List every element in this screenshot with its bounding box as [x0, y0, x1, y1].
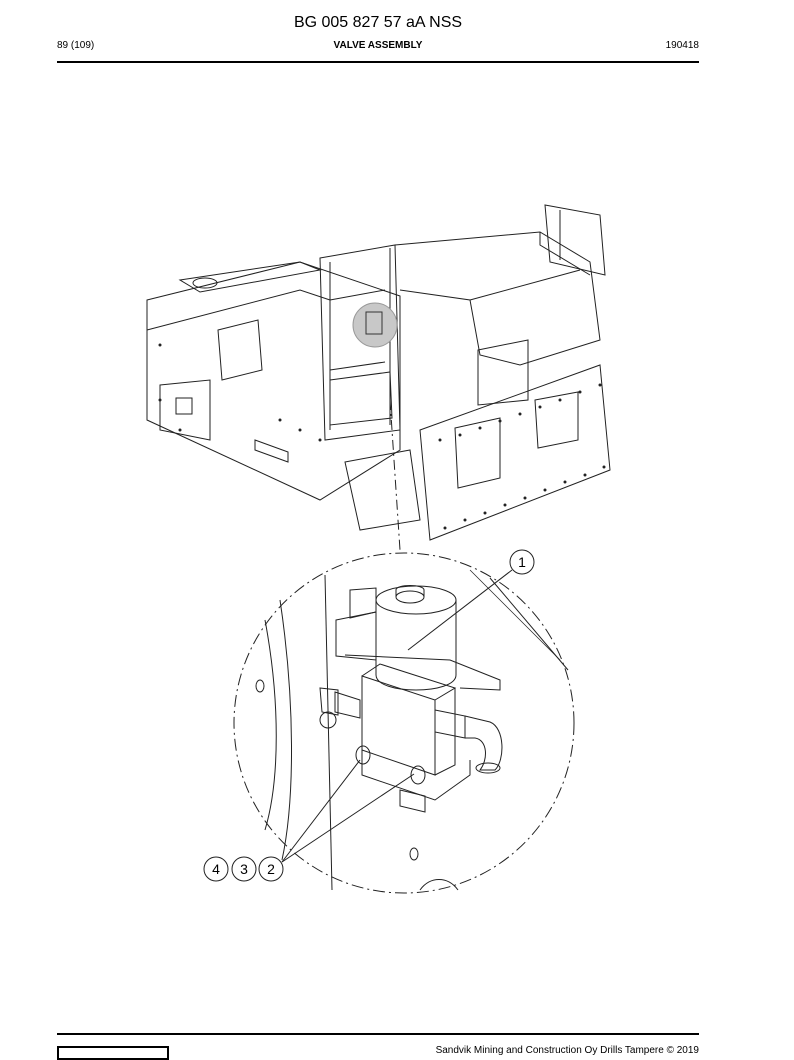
callout-1: 1 [509, 549, 535, 575]
callout-4-label: 4 [212, 861, 220, 877]
document-date: 190418 [665, 40, 699, 51]
leader-line-2a [281, 759, 361, 863]
sandvik-logo [57, 1046, 169, 1060]
header-rule [57, 61, 699, 63]
detail-view [233, 552, 575, 894]
leader-line-1 [407, 569, 513, 651]
callout-3: 3 [231, 856, 257, 882]
detail-leader [389, 399, 401, 551]
section-title: VALVE ASSEMBLY [333, 40, 423, 51]
callout-2-label: 2 [267, 861, 275, 877]
detail-marker [352, 302, 398, 348]
callout-4: 4 [203, 856, 229, 882]
leader-line-2b [281, 773, 415, 863]
frame-assembly [146, 204, 611, 541]
callout-3-label: 3 [240, 861, 248, 877]
footer-rule [57, 1033, 699, 1035]
footer-copyright: Sandvik Mining and Construction Oy Drill… [435, 1045, 699, 1056]
document-title: BG 005 827 57 aA NSS [293, 14, 463, 31]
callout-1-label: 1 [518, 554, 526, 570]
page-number: 89 (109) [57, 40, 95, 51]
callout-2: 2 [258, 856, 284, 882]
